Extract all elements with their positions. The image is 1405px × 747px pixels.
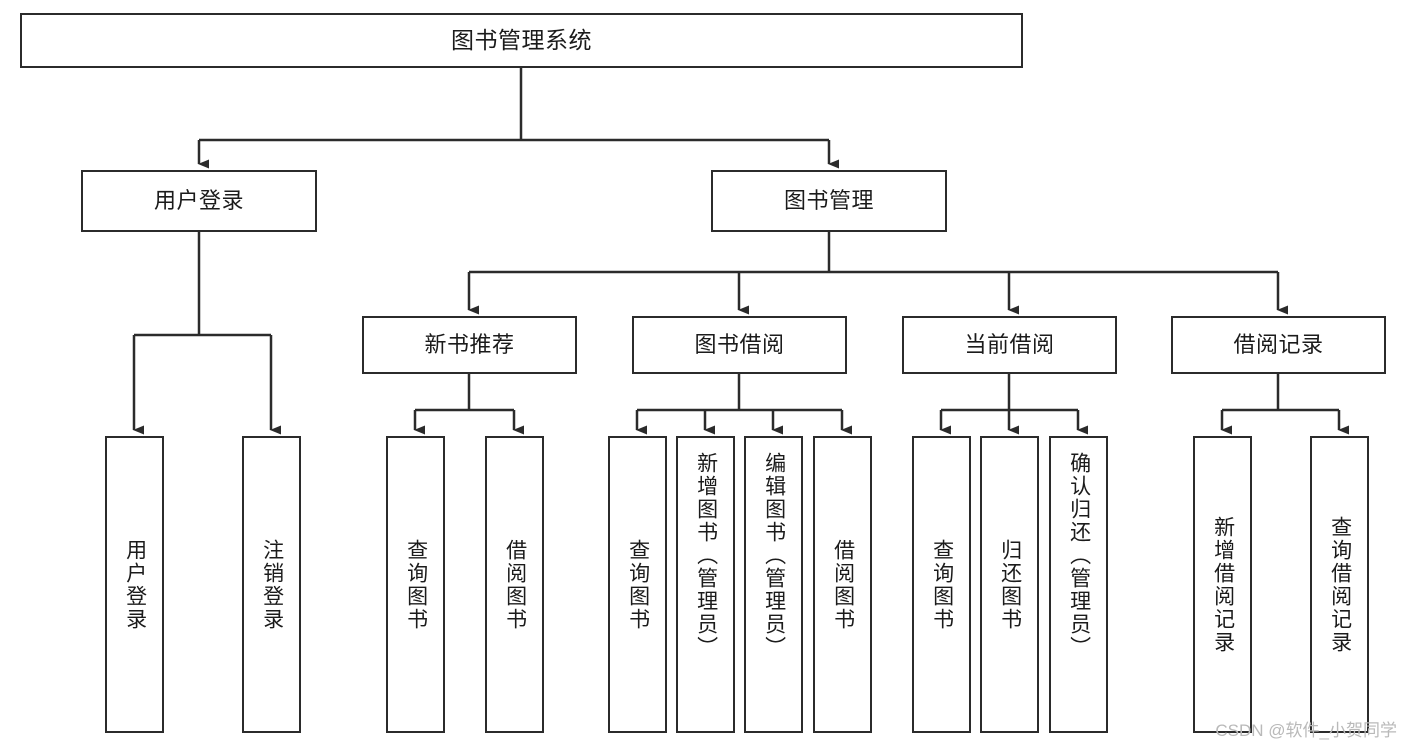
node-label: 新增借阅记录	[1211, 515, 1235, 654]
node-label: 新书推荐	[424, 331, 515, 357]
node-label: 查询图书	[626, 538, 650, 631]
node-book-borrowing[interactable]: 图书借阅	[632, 316, 847, 374]
leaf-query-borrowing-record[interactable]: 查询借阅记录	[1310, 436, 1369, 733]
node-label: 确认归还（管理员）	[1067, 452, 1091, 659]
node-label: 用户登录	[123, 538, 147, 631]
node-current-borrowing[interactable]: 当前借阅	[902, 316, 1117, 374]
node-label: 编辑图书（管理员）	[762, 452, 786, 659]
node-label: 查询图书	[930, 538, 954, 631]
leaf-edit-book-admin[interactable]: 编辑图书（管理员）	[744, 436, 803, 733]
node-label: 新增图书（管理员）	[694, 452, 718, 659]
node-new-book-recommendation[interactable]: 新书推荐	[362, 316, 577, 374]
node-label: 图书管理系统	[451, 26, 592, 53]
leaf-user-login[interactable]: 用户登录	[105, 436, 164, 733]
watermark: CSDN @软件_小贺同学	[1215, 721, 1397, 740]
leaf-borrow-books-recommendation[interactable]: 借阅图书	[485, 436, 544, 733]
node-label: 查询图书	[404, 538, 428, 631]
leaf-return-books[interactable]: 归还图书	[980, 436, 1039, 733]
node-label: 用户登录	[153, 187, 244, 213]
node-label: 图书借阅	[694, 331, 785, 357]
node-label: 图书管理	[783, 187, 874, 213]
leaf-add-book-admin[interactable]: 新增图书（管理员）	[676, 436, 735, 733]
leaf-logout[interactable]: 注销登录	[242, 436, 301, 733]
node-label: 查询借阅记录	[1328, 515, 1352, 654]
node-label: 借阅图书	[831, 538, 855, 631]
leaf-query-books-current[interactable]: 查询图书	[912, 436, 971, 733]
leaf-query-books-recommendation[interactable]: 查询图书	[386, 436, 445, 733]
leaf-confirm-return-admin[interactable]: 确认归还（管理员）	[1049, 436, 1108, 733]
node-label: 注销登录	[260, 538, 284, 631]
node-label: 当前借阅	[964, 331, 1055, 357]
node-label: 借阅图书	[503, 538, 527, 631]
node-user-login[interactable]: 用户登录	[81, 170, 317, 232]
node-label: 借阅记录	[1233, 331, 1324, 357]
leaf-borrow-books[interactable]: 借阅图书	[813, 436, 872, 733]
node-root-book-management-system[interactable]: 图书管理系统	[20, 13, 1023, 68]
node-book-management[interactable]: 图书管理	[711, 170, 947, 232]
leaf-query-books-borrowing[interactable]: 查询图书	[608, 436, 667, 733]
node-label: 归还图书	[998, 538, 1022, 631]
leaf-add-borrowing-record[interactable]: 新增借阅记录	[1193, 436, 1252, 733]
node-borrowing-records[interactable]: 借阅记录	[1171, 316, 1386, 374]
